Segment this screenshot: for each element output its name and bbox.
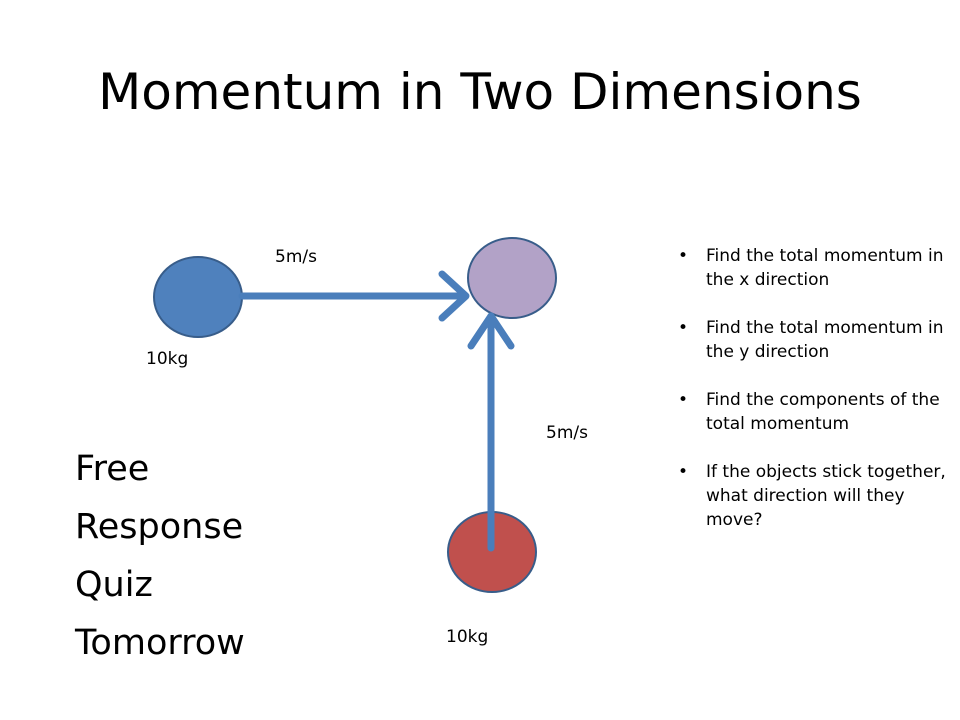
x-velocity-arrow [238, 270, 470, 322]
object-1-mass-label: 10kg [146, 349, 189, 369]
task-text: Find the total momentum in the x directi… [706, 246, 944, 290]
task-list: • Find the total momentum in the x direc… [670, 244, 960, 556]
object-2-velocity-label: 5m/s [546, 423, 588, 443]
slide-title: Momentum in Two Dimensions [98, 63, 862, 121]
quiz-line: Response [75, 507, 244, 547]
task-text: Find the total momentum in the y directi… [706, 318, 944, 362]
quiz-line: Tomorrow [75, 623, 245, 663]
object-1-velocity-label: 5m/s [275, 247, 317, 267]
quiz-line: Quiz [75, 565, 153, 605]
task-text: Find the components of the total momentu… [706, 390, 940, 434]
object-1-circle [153, 256, 243, 338]
task-item: • Find the total momentum in the y direc… [670, 316, 960, 364]
bullet-icon: • [678, 462, 689, 482]
task-item: • If the objects stick together, what di… [670, 460, 960, 532]
task-item: • Find the components of the total momen… [670, 388, 960, 436]
combined-object-circle [467, 237, 557, 319]
task-item: • Find the total momentum in the x direc… [670, 244, 960, 292]
y-velocity-arrow [467, 312, 515, 552]
quiz-announcement: Free Response Quiz Tomorrow [75, 440, 245, 672]
object-2-mass-label: 10kg [446, 627, 489, 647]
bullet-icon: • [678, 390, 689, 410]
bullet-icon: • [678, 318, 689, 338]
bullet-icon: • [678, 246, 689, 266]
task-text: If the objects stick together, what dire… [706, 462, 946, 530]
quiz-line: Free [75, 449, 150, 489]
